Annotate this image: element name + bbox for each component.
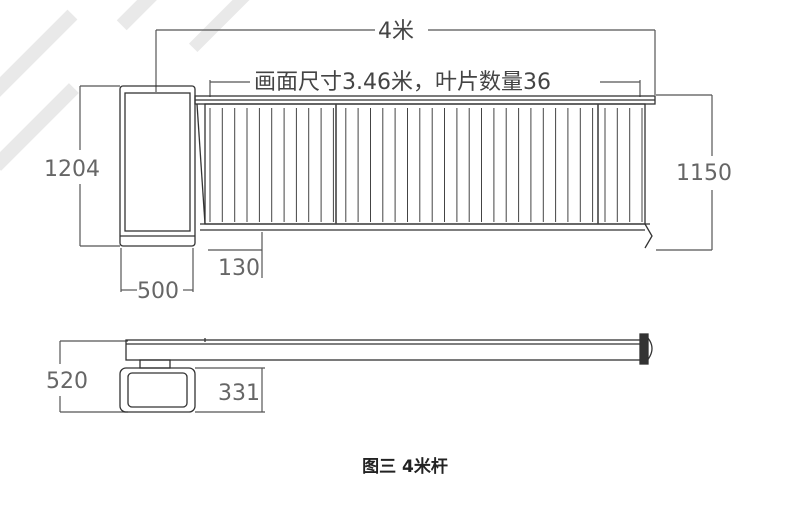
gate-cabinet-side	[119, 359, 196, 413]
side-height-dimension	[59, 340, 128, 413]
cabinet-width-dimension	[120, 248, 194, 292]
offset-dimension	[208, 232, 263, 278]
total-length-label: 4米	[378, 19, 414, 44]
side-cabinet-height-label: 331	[218, 381, 260, 406]
panel-size-dimension	[209, 80, 641, 97]
figure-caption: 图三 4米杆	[362, 457, 448, 477]
boom-height-label: 1150	[676, 161, 732, 186]
side-height-label: 520	[46, 369, 88, 394]
side-cabinet-height-dimension	[195, 367, 265, 413]
cabinet-width-label: 500	[137, 279, 179, 304]
boom-side	[125, 333, 653, 365]
gate-cabinet-front	[119, 85, 196, 247]
offset-label: 130	[218, 256, 260, 281]
total-length-dimension	[155, 29, 656, 95]
cabinet-height-dimension	[79, 85, 120, 247]
boom-slats	[209, 104, 643, 224]
boom-height-dimension	[656, 94, 713, 251]
panel-size-label: 画面尺寸3.46米，叶片数量36	[254, 70, 551, 95]
cabinet-height-label: 1204	[44, 157, 100, 182]
boom-frame	[194, 95, 656, 249]
